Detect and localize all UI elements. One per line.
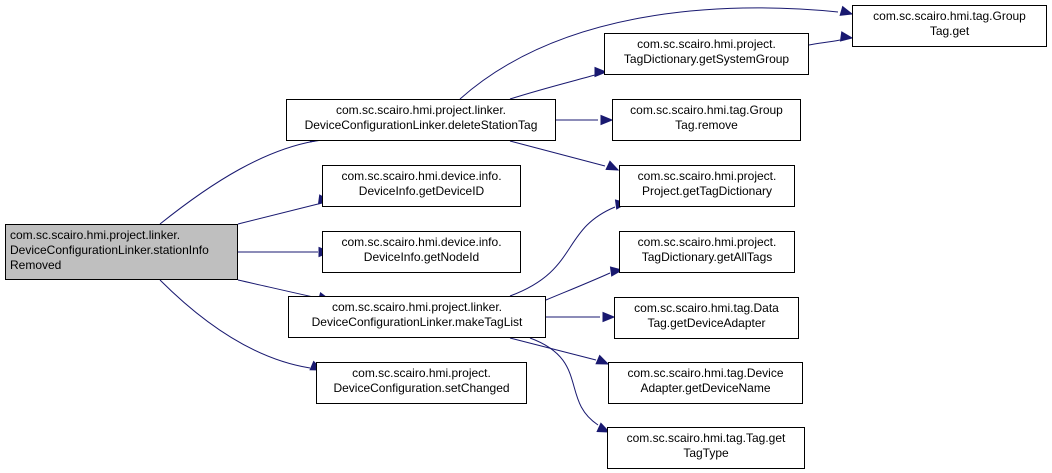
edge-root-to-getDeviceID [237,194,332,225]
node-label-line: DeviceConfigurationLinker.deleteStationT… [304,118,538,132]
edge-root-to-getNodeId [238,246,332,258]
node-label-line: Tag.remove [675,118,738,132]
node-label-line: com.sc.scairo.hmi.tag.Device [627,366,784,380]
arrowhead-icon [595,354,610,365]
node-set-changed[interactable]: com.sc.scairo.hmi.project. DeviceConfigu… [316,362,527,404]
node-delete-station-tag[interactable]: com.sc.scairo.hmi.project.linker. Device… [286,99,556,141]
node-label-line: TagType [683,446,729,460]
node-get-node-id[interactable]: com.sc.scairo.hmi.device.info. DeviceInf… [322,231,521,273]
node-get-device-id[interactable]: com.sc.scairo.hmi.device.info. DeviceInf… [322,165,521,207]
node-label-line: com.sc.scairo.hmi.tag.Data [634,301,779,315]
edge-makeTagList-to-getDeviceAdapter [546,311,616,323]
edge-line [159,279,311,369]
node-label-line: Tag.get [929,24,970,38]
node-label-line: com.sc.scairo.hmi.project. [637,169,777,183]
node-get-system-group[interactable]: com.sc.scairo.hmi.project. TagDictionary… [604,33,809,75]
node-group-tag-get[interactable]: com.sc.scairo.hmi.tag.Group Tag.get [852,5,1047,47]
edge-line [529,337,599,426]
edge-makeTagList-to-getAllTags [545,266,624,301]
arrowhead-icon [839,5,854,16]
edge-getSystemGroup-to-groupTagGet [808,31,854,46]
node-label-line: Tag.getDeviceAdapter [647,316,766,330]
node-label-line: com.sc.scairo.hmi.project.linker. [331,300,503,314]
node-label-line: com.sc.scairo.hmi.project. [637,37,776,51]
arrowhead-icon [602,311,616,323]
edge-makeTagList-to-getDeviceName [509,337,610,365]
node-group-tag-remove[interactable]: com.sc.scairo.hmi.tag.Group Tag.remove [612,99,801,141]
edge-deleteStationTag-to-getTagDictionary [509,140,620,171]
node-label-line: com.sc.scairo.hmi.project.linker. [335,103,507,117]
node-label-line: com.sc.scairo.hmi.project. [352,366,491,380]
node-label-line: com.sc.scairo.hmi.project. [637,235,777,249]
node-station-info-removed[interactable]: com.sc.scairo.hmi.project.linker. Device… [5,224,238,280]
arrowhead-icon [594,66,608,78]
edge-line [237,203,319,225]
node-label-line: com.sc.scairo.hmi.device.info. [341,169,502,183]
edge-deleteStationTag-to-getSystemGroup [509,66,608,100]
node-label-line: com.sc.scairo.hmi.tag.Tag.get [626,431,786,445]
arrowhead-icon [609,266,624,277]
node-get-tag-dictionary[interactable]: com.sc.scairo.hmi.project. Project.getTa… [619,165,795,207]
edge-line [808,39,841,46]
arrowhead-icon [605,160,620,171]
edge-line [509,337,597,361]
edge-deleteStationTag-to-groupTagGet [459,5,854,100]
node-label-line: TagDictionary.getAllTags [641,250,773,264]
node-get-tag-type[interactable]: com.sc.scairo.hmi.tag.Tag.get TagType [607,427,805,469]
node-label-line: Removed [10,258,62,272]
edge-line [509,206,616,297]
node-make-tag-list[interactable]: com.sc.scairo.hmi.project.linker. Device… [288,296,546,338]
node-label-line: com.sc.scairo.hmi.tag.Group [630,103,783,117]
edge-line [545,272,611,301]
node-label-line: Project.getTagDictionary [641,184,773,198]
node-label-line: com.sc.scairo.hmi.project.linker. [10,228,181,242]
node-label-line: com.sc.scairo.hmi.tag.Group [873,9,1026,23]
node-get-device-adapter[interactable]: com.sc.scairo.hmi.tag.Data Tag.getDevice… [614,297,799,339]
edge-deleteStationTag-to-groupTagRemove [556,114,614,126]
arrowhead-icon [596,422,611,433]
edge-root-to-deleteStationTag [159,132,324,225]
arrowhead-icon [839,31,854,42]
node-get-all-tags[interactable]: com.sc.scairo.hmi.project. TagDictionary… [619,231,795,273]
node-label-line: Adapter.getDeviceName [640,381,771,395]
node-label-line: DeviceInfo.getNodeId [363,250,480,264]
node-label-line: DeviceConfigurationLinker.makeTagList [311,315,523,329]
arrowhead-icon [600,114,614,126]
node-label-line: DeviceConfiguration.setChanged [333,381,510,395]
node-label-line: DeviceInfo.getDeviceID [358,184,485,198]
node-label-line: com.sc.scairo.hmi.device.info. [341,235,502,249]
node-label-line: TagDictionary.getSystemGroup [623,52,790,66]
node-get-device-name[interactable]: com.sc.scairo.hmi.tag.Device Adapter.get… [608,362,803,404]
edge-line [509,140,606,167]
edge-makeTagList-to-getTagType [529,337,611,433]
edge-makeTagList-to-getTagDictionary [509,199,629,297]
edge-line [159,140,316,225]
edge-line [509,74,596,100]
edge-line [459,7,839,100]
node-label-line: DeviceConfigurationLinker.stationInfo [10,243,209,257]
